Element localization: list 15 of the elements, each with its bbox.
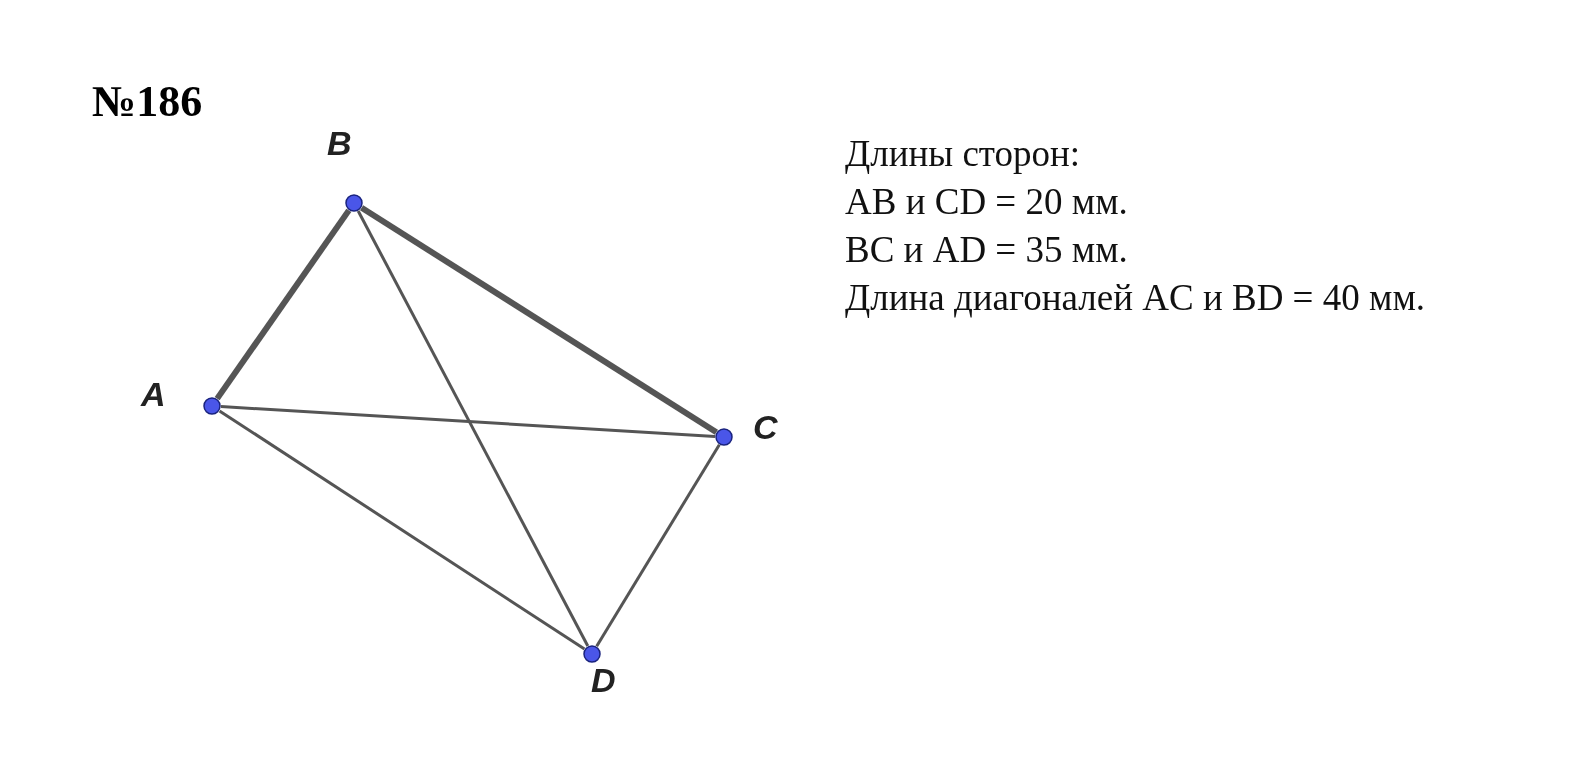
text-line: BC и AD = 35 мм.: [845, 228, 1129, 272]
point-label: B: [327, 126, 352, 160]
point-label: D: [591, 663, 616, 697]
line-segment: [214, 208, 352, 401]
text-line: Длина диагоналей AC и BD = 40 мм.: [845, 276, 1427, 320]
text-line: AB и CD = 20 мм.: [845, 180, 1129, 224]
text-line: Длины сторон:: [845, 132, 1082, 176]
line-segment: [360, 205, 718, 435]
point-label: A: [141, 377, 166, 411]
problem-number: №186: [92, 76, 203, 127]
point-label: C: [753, 410, 778, 444]
line-segment: [218, 409, 586, 651]
line-segment: [595, 443, 721, 648]
line-segment: [220, 405, 716, 438]
line-segment: [356, 210, 590, 647]
